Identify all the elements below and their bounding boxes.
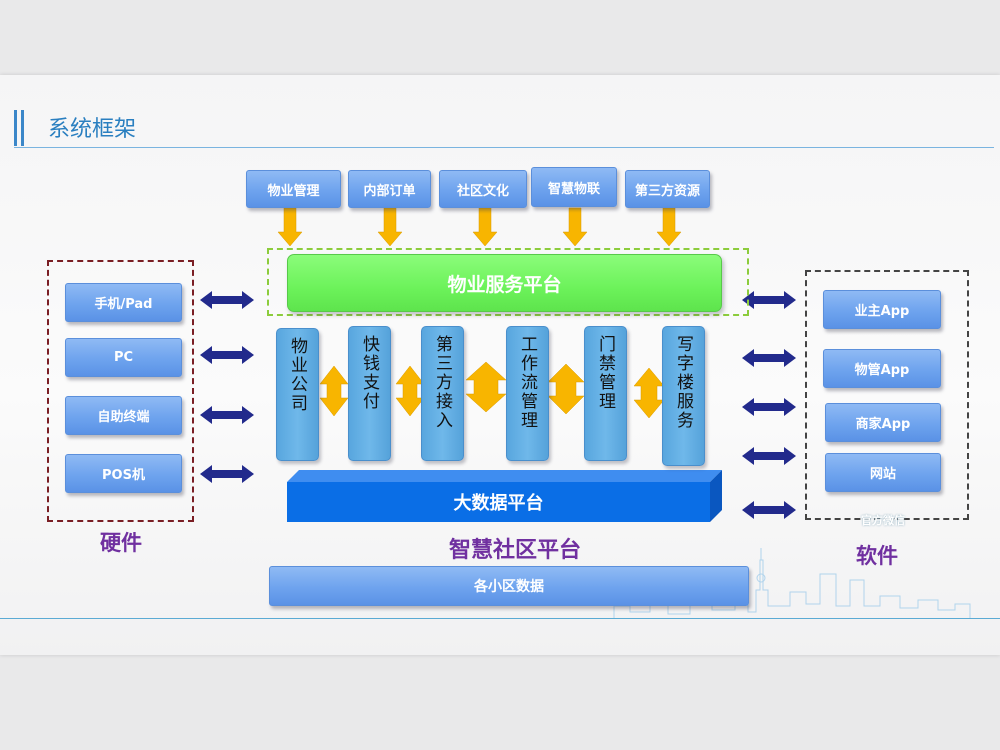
- title-accent-bar: [14, 110, 17, 146]
- bidirectional-arrow-icon: [742, 398, 796, 416]
- double-arrow-icon: [465, 361, 507, 413]
- module-label: 写字楼服务: [673, 335, 693, 430]
- bidirectional-arrow-icon: [200, 291, 254, 309]
- page-title: 系统框架: [48, 117, 137, 142]
- service-platform-dashed-frame: [267, 248, 749, 316]
- double-arrow-icon: [395, 365, 425, 417]
- double-arrow-icon: [547, 363, 585, 415]
- bidirectional-arrow-icon: [200, 346, 254, 364]
- hardware-item-pc: PC: [65, 338, 182, 377]
- source-box-community-culture: 社区文化: [439, 170, 527, 208]
- software-label: 软件: [856, 544, 898, 568]
- hardware-item-mobile-pad: 手机/Pad: [65, 283, 182, 322]
- module-label: 快钱支付: [359, 335, 379, 411]
- software-dashed-frame: [805, 270, 969, 520]
- double-arrow-icon: [633, 367, 665, 419]
- hardware-dashed-frame: [47, 260, 194, 522]
- module-kuaiqian-payment: 快钱支付: [348, 326, 391, 461]
- module-third-party-access: 第三方接入: [421, 326, 464, 461]
- module-label: 第三方接入: [432, 335, 452, 430]
- down-arrow-icon: [656, 207, 682, 247]
- hardware-item-self-service-terminal: 自助终端: [65, 396, 182, 435]
- skyline-decoration: [613, 548, 971, 618]
- hardware-item-pos: POS机: [65, 454, 182, 493]
- module-workflow-management: 工作流管理: [506, 326, 549, 461]
- software-item-owner-app: 业主App: [823, 290, 941, 329]
- bidirectional-arrow-icon: [200, 465, 254, 483]
- down-arrow-icon: [277, 207, 303, 247]
- source-box-third-party: 第三方资源: [625, 170, 710, 208]
- down-arrow-icon: [472, 207, 498, 247]
- module-property-company: 物业公司: [276, 328, 319, 461]
- bidirectional-arrow-icon: [742, 447, 796, 465]
- footer-divider: [0, 618, 1000, 619]
- source-box-property-management: 物业管理: [246, 170, 341, 208]
- module-access-control: 门禁管理: [584, 326, 627, 461]
- bidirectional-arrow-icon: [742, 291, 796, 309]
- software-item-website: 网站: [825, 453, 941, 492]
- module-label: 工作流管理: [517, 335, 537, 430]
- community-platform-label: 智慧社区平台: [448, 538, 581, 563]
- bidirectional-arrow-icon: [200, 406, 254, 424]
- software-item-merchant-app: 商家App: [825, 403, 941, 442]
- down-arrow-icon: [562, 207, 588, 247]
- double-arrow-icon: [319, 365, 349, 417]
- bidirectional-arrow-icon: [742, 349, 796, 367]
- service-platform: 物业服务平台: [287, 254, 722, 312]
- title-divider: [14, 147, 994, 148]
- module-office-building-service: 写字楼服务: [662, 326, 705, 466]
- hardware-label: 硬件: [100, 531, 142, 555]
- bigdata-platform-label: 大数据平台: [453, 493, 544, 514]
- software-item-property-app: 物管App: [823, 349, 941, 388]
- bidirectional-arrow-icon: [742, 501, 796, 519]
- community-data-bar: 各小区数据: [269, 566, 749, 606]
- source-box-smart-iot: 智慧物联: [531, 167, 617, 207]
- software-overlap-text: 官方微信: [861, 514, 905, 527]
- source-box-internal-orders: 内部订单: [348, 170, 431, 208]
- module-label: 物业公司: [287, 337, 307, 413]
- bigdata-platform-slab: [287, 470, 722, 522]
- module-label: 门禁管理: [595, 335, 615, 411]
- down-arrow-icon: [377, 207, 403, 247]
- title-accent-bar: [21, 110, 24, 146]
